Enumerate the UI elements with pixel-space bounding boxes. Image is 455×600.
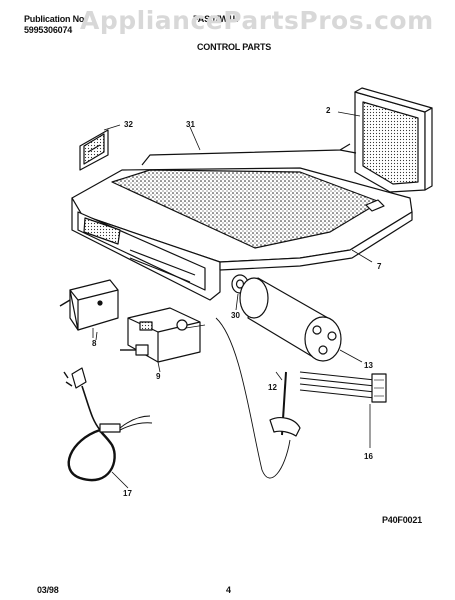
thermostat-9 (120, 307, 206, 373)
callout-7: 7 (377, 262, 382, 271)
callout-12: 12 (268, 383, 277, 392)
power-cord-17 (63, 367, 153, 489)
label-plate-32 (79, 129, 109, 171)
callout-31: 31 (186, 120, 195, 129)
watermark: AppliancePartsPros.com (80, 6, 434, 35)
publication-number: 5995306074 (24, 25, 73, 35)
section-title: CONTROL PARTS (197, 42, 272, 52)
sensor-bulb-12 (269, 371, 301, 437)
figure-code: P40F0021 (382, 515, 422, 525)
callout-17: 17 (123, 489, 132, 498)
callout-9: 9 (156, 372, 161, 381)
revision-date: 03/98 (37, 585, 59, 595)
callout-13: 13 (364, 361, 373, 370)
rod-31 (141, 126, 351, 166)
callout-32: 32 (124, 120, 133, 129)
model-number: FAS07W1L (193, 14, 238, 24)
page-number: 4 (226, 585, 231, 595)
callout-2: 2 (326, 106, 331, 115)
capacitor-13 (239, 277, 363, 363)
publication-label: Publication No. (24, 14, 87, 24)
callout-30: 30 (231, 311, 240, 320)
control-panel-7 (71, 167, 413, 301)
wire-harness-16 (299, 371, 387, 448)
filter-frame-2 (337, 87, 433, 193)
switch-8 (59, 279, 119, 338)
callout-8: 8 (92, 339, 97, 348)
callout-16: 16 (364, 452, 373, 461)
